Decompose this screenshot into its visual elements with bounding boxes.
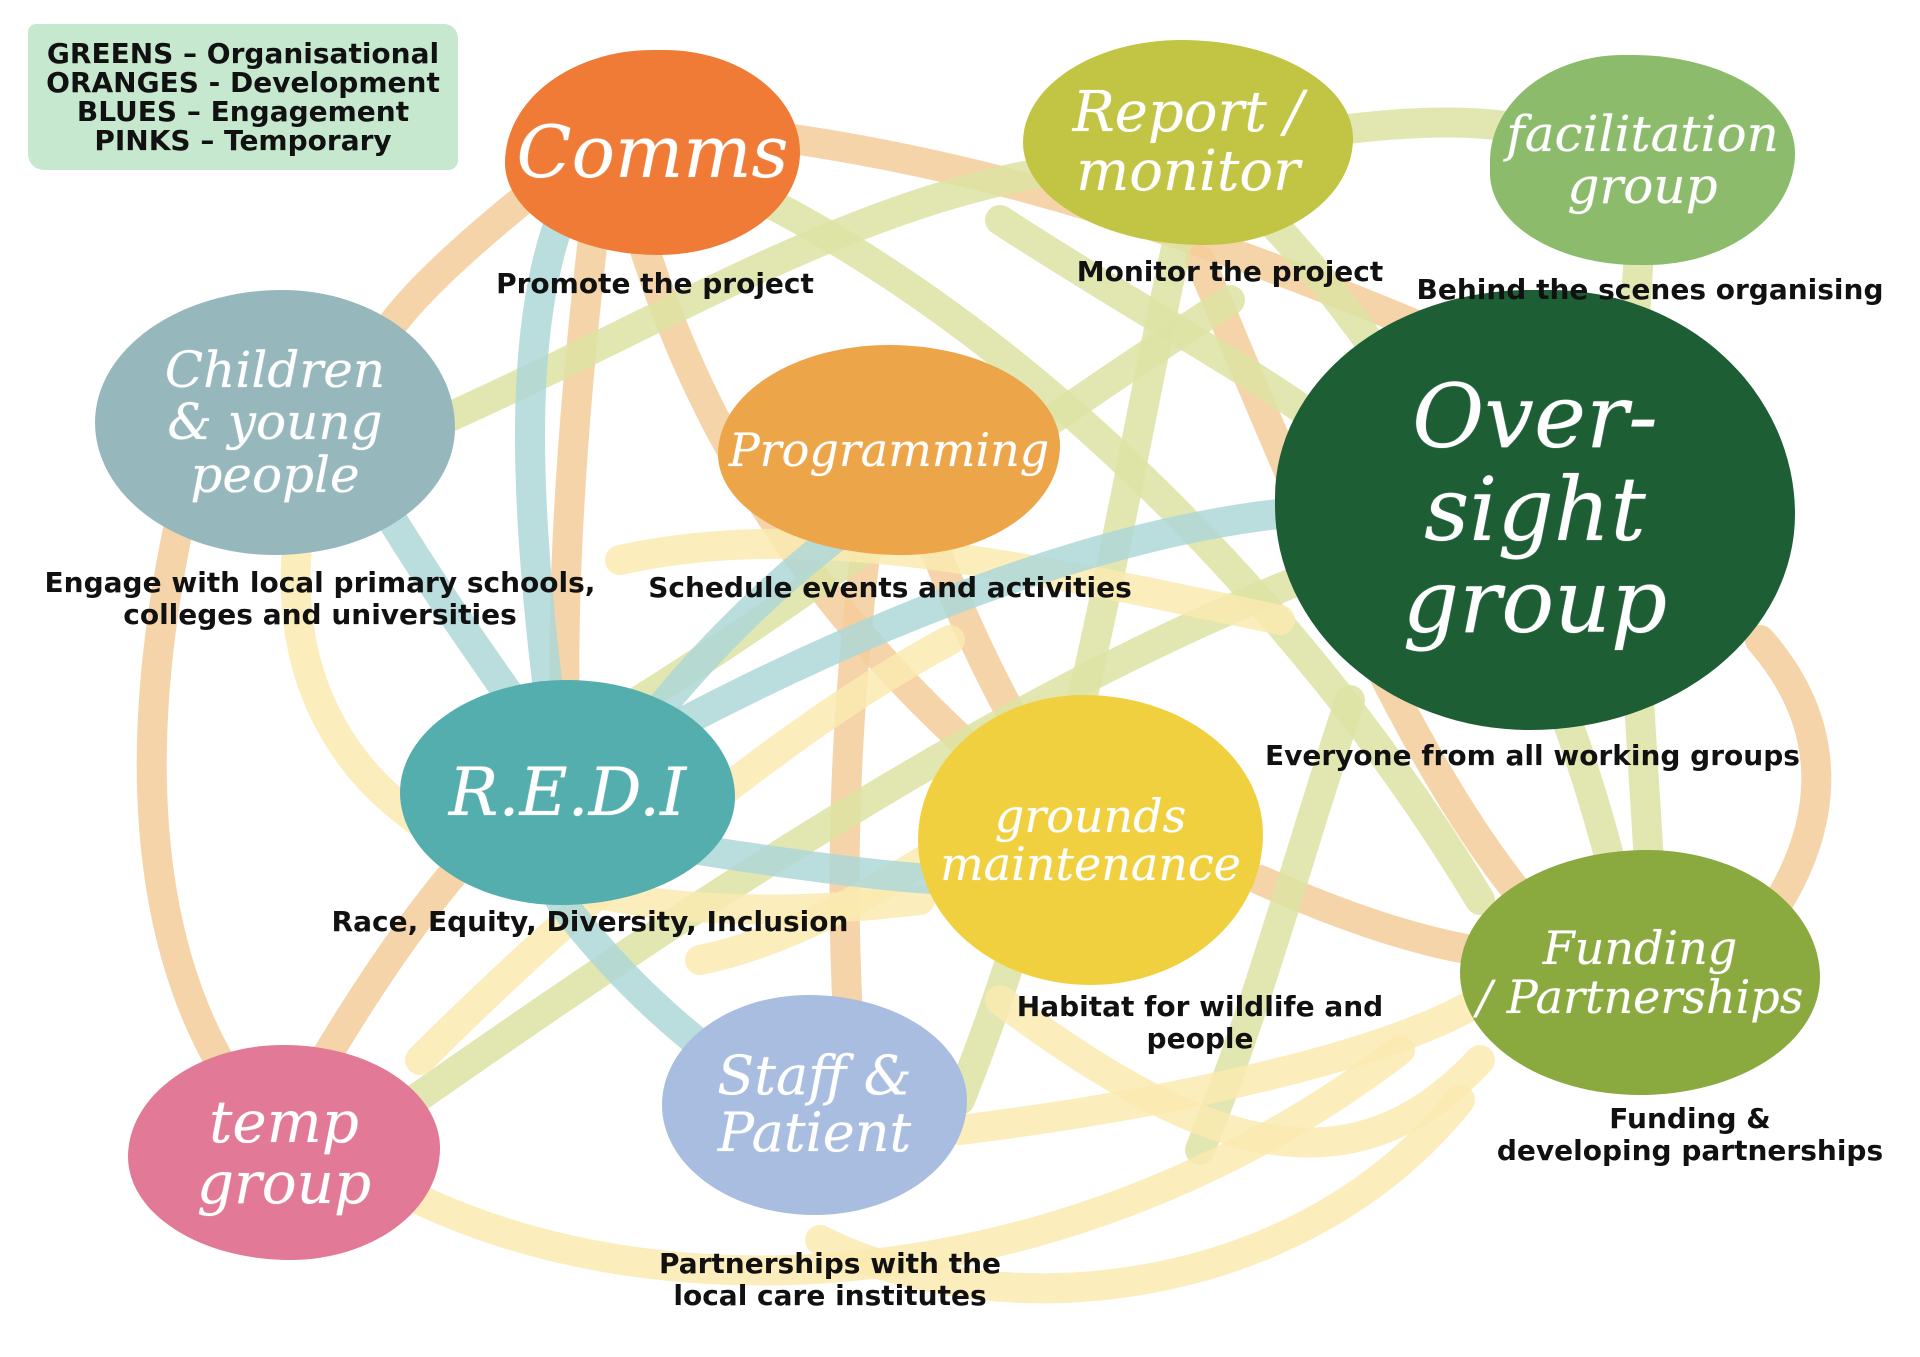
link-comms-funding [685,155,1495,915]
temp-group-node: temp group [128,1045,440,1260]
facilitation-group-caption: Behind the scenes organising [1416,273,1884,306]
grounds-maintenance-node: grounds maintenance [918,695,1263,985]
funding-partnerships-node: Funding / Partnerships [1460,850,1820,1095]
comms-label: Comms [516,109,789,194]
children-young-people-node: Children & young people [95,290,455,555]
children-young-people-label: Children & young people [164,340,386,504]
report-monitor-label: Report / monitor [1072,79,1304,204]
temp-group-label: temp group [196,1087,372,1217]
programming-caption: Schedule events and activities [648,571,1132,604]
staff-patient-caption: Partnerships with the local care institu… [658,1247,1002,1312]
grounds-maintenance-label: grounds maintenance [940,788,1241,891]
link-grounds-funding-low [985,985,1495,1158]
redi-node: R.E.D.I [400,680,735,905]
link-redi-comms [515,205,575,795]
children-young-people-caption: Engage with local primary schools, colle… [44,566,596,631]
redi-label: R.E.D.I [448,753,687,831]
comms-caption: Promote the project [496,267,814,300]
legend-pinks: PINKS – Temporary [94,124,392,157]
link-funding-staff-low [805,1085,1475,1304]
programming-node: Programming [718,345,1060,555]
legend-oranges: ORANGES - Development [46,66,440,99]
staff-patient-node: Staff & Patient [662,995,967,1215]
oversight-group-caption: Everyone from all working groups [1265,739,1800,772]
grounds-maintenance-caption: Habitat for wildlife and people [1016,990,1384,1055]
facilitation-group-label: facilitation group [1506,104,1779,215]
funding-partnerships-label: Funding / Partnerships [1476,921,1804,1024]
programming-label: Programming [728,422,1050,477]
legend-greens: GREENS – Organisational [46,37,440,70]
facilitation-group-node: facilitation group [1490,55,1795,265]
redi-caption: Race, Equity, Diversity, Inclusion [331,905,849,938]
color-legend: GREENS – Organisational ORANGES - Develo… [28,24,458,170]
link-temp-oversight [385,565,1315,1125]
oversight-group-node: Over- sight group [1275,290,1795,730]
link-oversight-funding [1745,625,1832,945]
funding-partnerships-caption: Funding & developing partnerships [1496,1102,1884,1167]
legend-blues: BLUES – Engagement [76,95,410,128]
report-monitor-node: Report / monitor [1023,40,1353,245]
comms-node: Comms [505,50,800,255]
oversight-group-label: Over- sight group [1402,365,1668,654]
link-staff-funding [945,985,1495,1145]
staff-patient-label: Staff & Patient [717,1044,912,1164]
report-monitor-caption: Monitor the project [1076,255,1384,288]
